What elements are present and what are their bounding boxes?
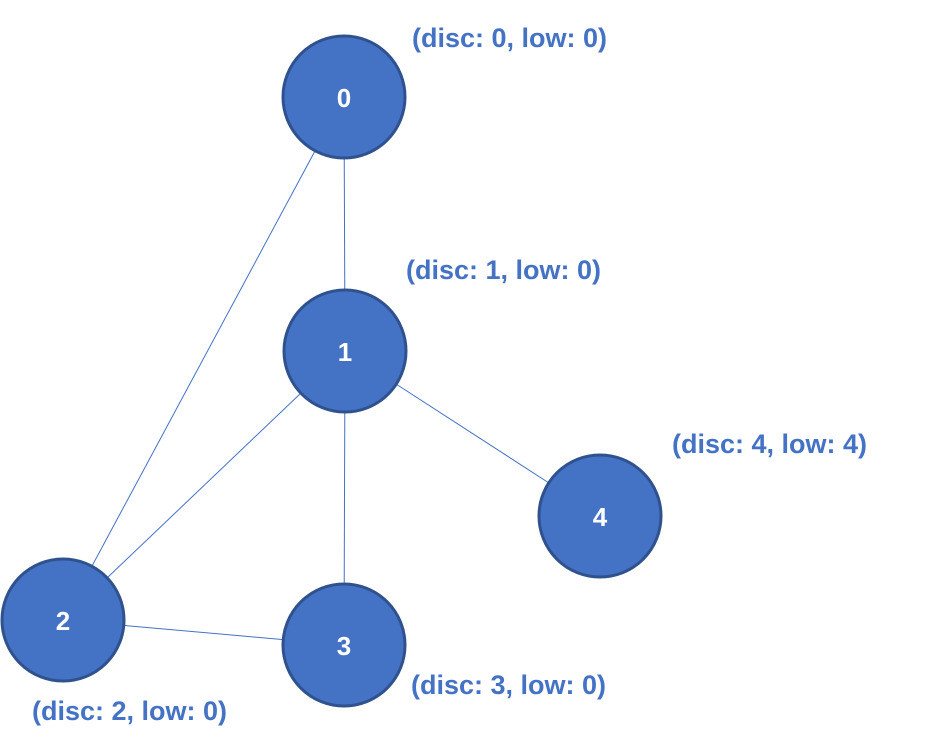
node-label-4: 4 xyxy=(593,502,608,532)
node-annotation-2: (disc: 2, low: 0) xyxy=(32,696,227,726)
node-label-0: 0 xyxy=(337,83,351,113)
node-1: 1 xyxy=(282,288,408,414)
edge-1-4 xyxy=(395,383,550,484)
edge-0-2 xyxy=(91,150,316,567)
node-annotation-3: (disc: 3, low: 0) xyxy=(411,670,606,700)
node-circle-1 xyxy=(282,288,408,414)
node-0: 0 xyxy=(281,34,407,160)
node-annotation-1: (disc: 1, low: 0) xyxy=(406,255,601,285)
node-annotation-4: (disc: 4, low: 4) xyxy=(672,429,867,459)
node-2: 2 xyxy=(0,557,126,683)
edge-1-3 xyxy=(343,411,346,585)
node-label-3: 3 xyxy=(337,631,351,661)
node-circle-4 xyxy=(537,453,663,579)
node-label-1: 1 xyxy=(338,337,352,367)
node-label-2: 2 xyxy=(56,606,70,636)
node-circle-2 xyxy=(0,557,126,683)
edge-1-2 xyxy=(106,392,302,579)
node-circle-3 xyxy=(281,582,407,708)
node-annotation-0: (disc: 0, low: 0) xyxy=(412,23,607,53)
node-4: 4 xyxy=(537,453,663,579)
nodes-layer: 0 1 2 3 4 xyxy=(0,34,663,708)
node-circle-0 xyxy=(281,34,407,160)
edge-2-3 xyxy=(123,624,284,641)
annotations-layer: (disc: 0, low: 0) (disc: 1, low: 0) (disc:… xyxy=(32,23,867,726)
edges-layer xyxy=(91,150,550,641)
edge-0-1 xyxy=(343,157,346,291)
node-3: 3 xyxy=(281,582,407,708)
